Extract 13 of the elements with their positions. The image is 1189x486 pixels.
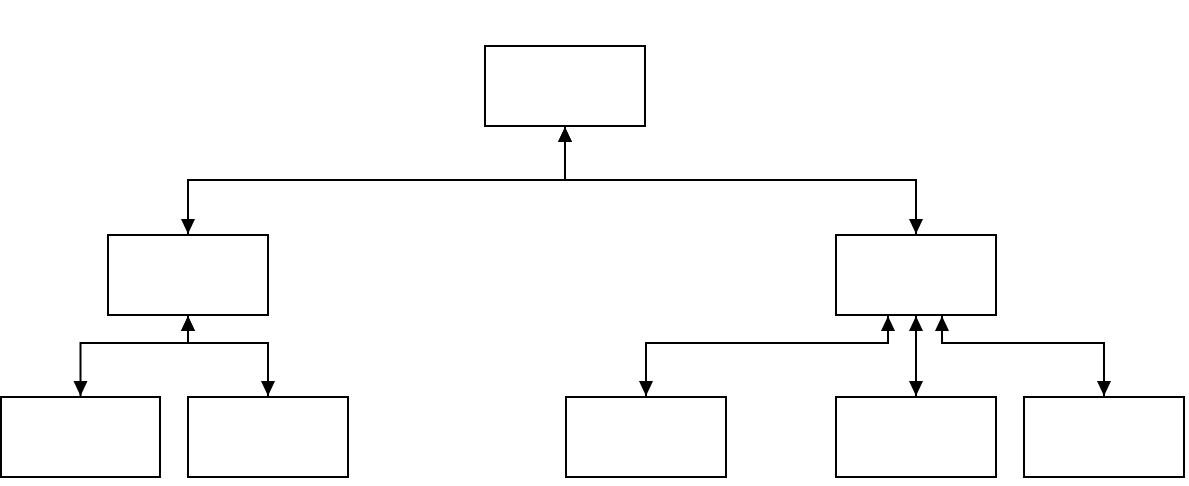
- empty-box: [565, 396, 727, 478]
- arrow: [935, 315, 1111, 397]
- empty-box: [187, 396, 349, 478]
- empty-box: [107, 234, 269, 316]
- arrow: [909, 315, 923, 397]
- arrow: [639, 315, 895, 397]
- empty-box: [835, 234, 997, 316]
- empty-box: [835, 396, 997, 478]
- arrow: [181, 315, 275, 397]
- arrow: [558, 126, 923, 235]
- empty-box: [1023, 396, 1185, 478]
- empty-box: [0, 396, 161, 478]
- empty-box: [484, 45, 646, 127]
